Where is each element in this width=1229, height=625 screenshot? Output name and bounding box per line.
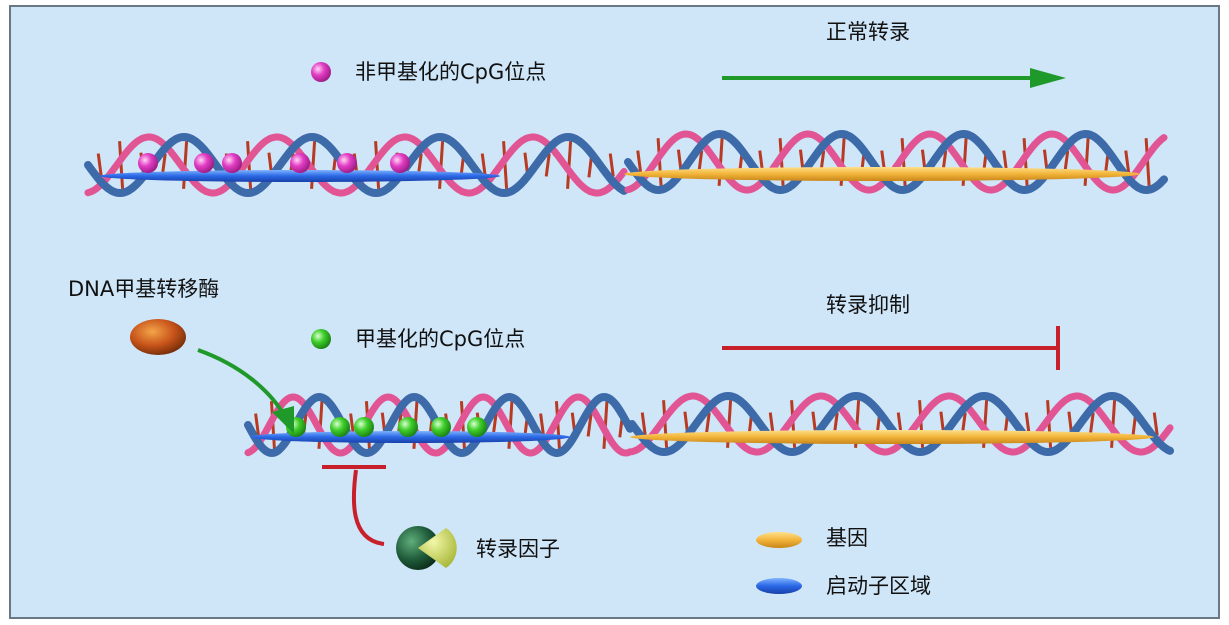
methylated-cpg-site [398, 417, 418, 437]
binding-block-curve [351, 469, 385, 546]
base-pair [1152, 412, 1159, 436]
promoter-legend-label: 启动子区域 [826, 574, 931, 598]
methylation-arrow-curve [197, 348, 288, 419]
normal-transcription-arrowhead [1030, 68, 1066, 88]
unmethylated-cpg-site [194, 153, 214, 173]
dna-strand-blue [624, 129, 1168, 195]
methylated-cpg-label: 甲基化的CpG位点 [355, 327, 526, 351]
methylated-cpg-site [431, 417, 451, 437]
normal-transcription-label: 正常转录 [826, 20, 910, 44]
base-pair [539, 413, 546, 437]
diagram-background [9, 5, 1220, 619]
transcription-factor-icon [396, 526, 457, 570]
transcription-repression-label: 转录抑制 [826, 293, 910, 317]
base-pair [586, 413, 593, 437]
base-pair [704, 412, 711, 436]
base-pair [544, 153, 551, 177]
dna-strand-pink [624, 130, 1168, 194]
promoter-region-bottom [250, 431, 570, 443]
dna-methyltransferase-icon [130, 319, 186, 355]
unmethylated-cpg-site [390, 153, 410, 173]
methylated-cpg-site [354, 417, 374, 437]
gene-legend-icon [756, 532, 802, 548]
methylated-cpg-site [467, 417, 487, 437]
methylated-sites [286, 417, 487, 437]
unmethylated-site-legend-icon [311, 62, 331, 82]
base-pair [96, 153, 103, 177]
dnmt-label: DNA甲基转移酶 [68, 277, 220, 301]
base-pair [1088, 412, 1095, 436]
methylation-arrowhead [272, 406, 294, 434]
gene-region-bottom [630, 430, 1154, 444]
unmethylated-cpg-label: 非甲基化的CpG位点 [355, 60, 547, 84]
unmethylated-cpg-site [290, 153, 310, 173]
methylated-cpg-site [330, 417, 350, 437]
base-pair [636, 150, 643, 174]
base-pair [480, 153, 487, 177]
gene-legend-label: 基因 [826, 526, 868, 550]
dna-strand-pink [244, 393, 634, 457]
unmethylated-cpg-site [222, 153, 242, 173]
transcription-factor-label: 转录因子 [476, 537, 560, 561]
base-pair [1124, 150, 1131, 174]
gene-region-top [624, 167, 1140, 181]
methylated-site-legend-icon [311, 329, 331, 349]
unmethylated-cpg-site [138, 153, 158, 173]
promoter-legend-icon [756, 578, 802, 594]
base-pair [608, 153, 615, 177]
unmethylated-cpg-site [337, 153, 357, 173]
base-pair [640, 412, 647, 436]
unmethylated-sites [138, 153, 410, 173]
base-pair [254, 413, 261, 437]
